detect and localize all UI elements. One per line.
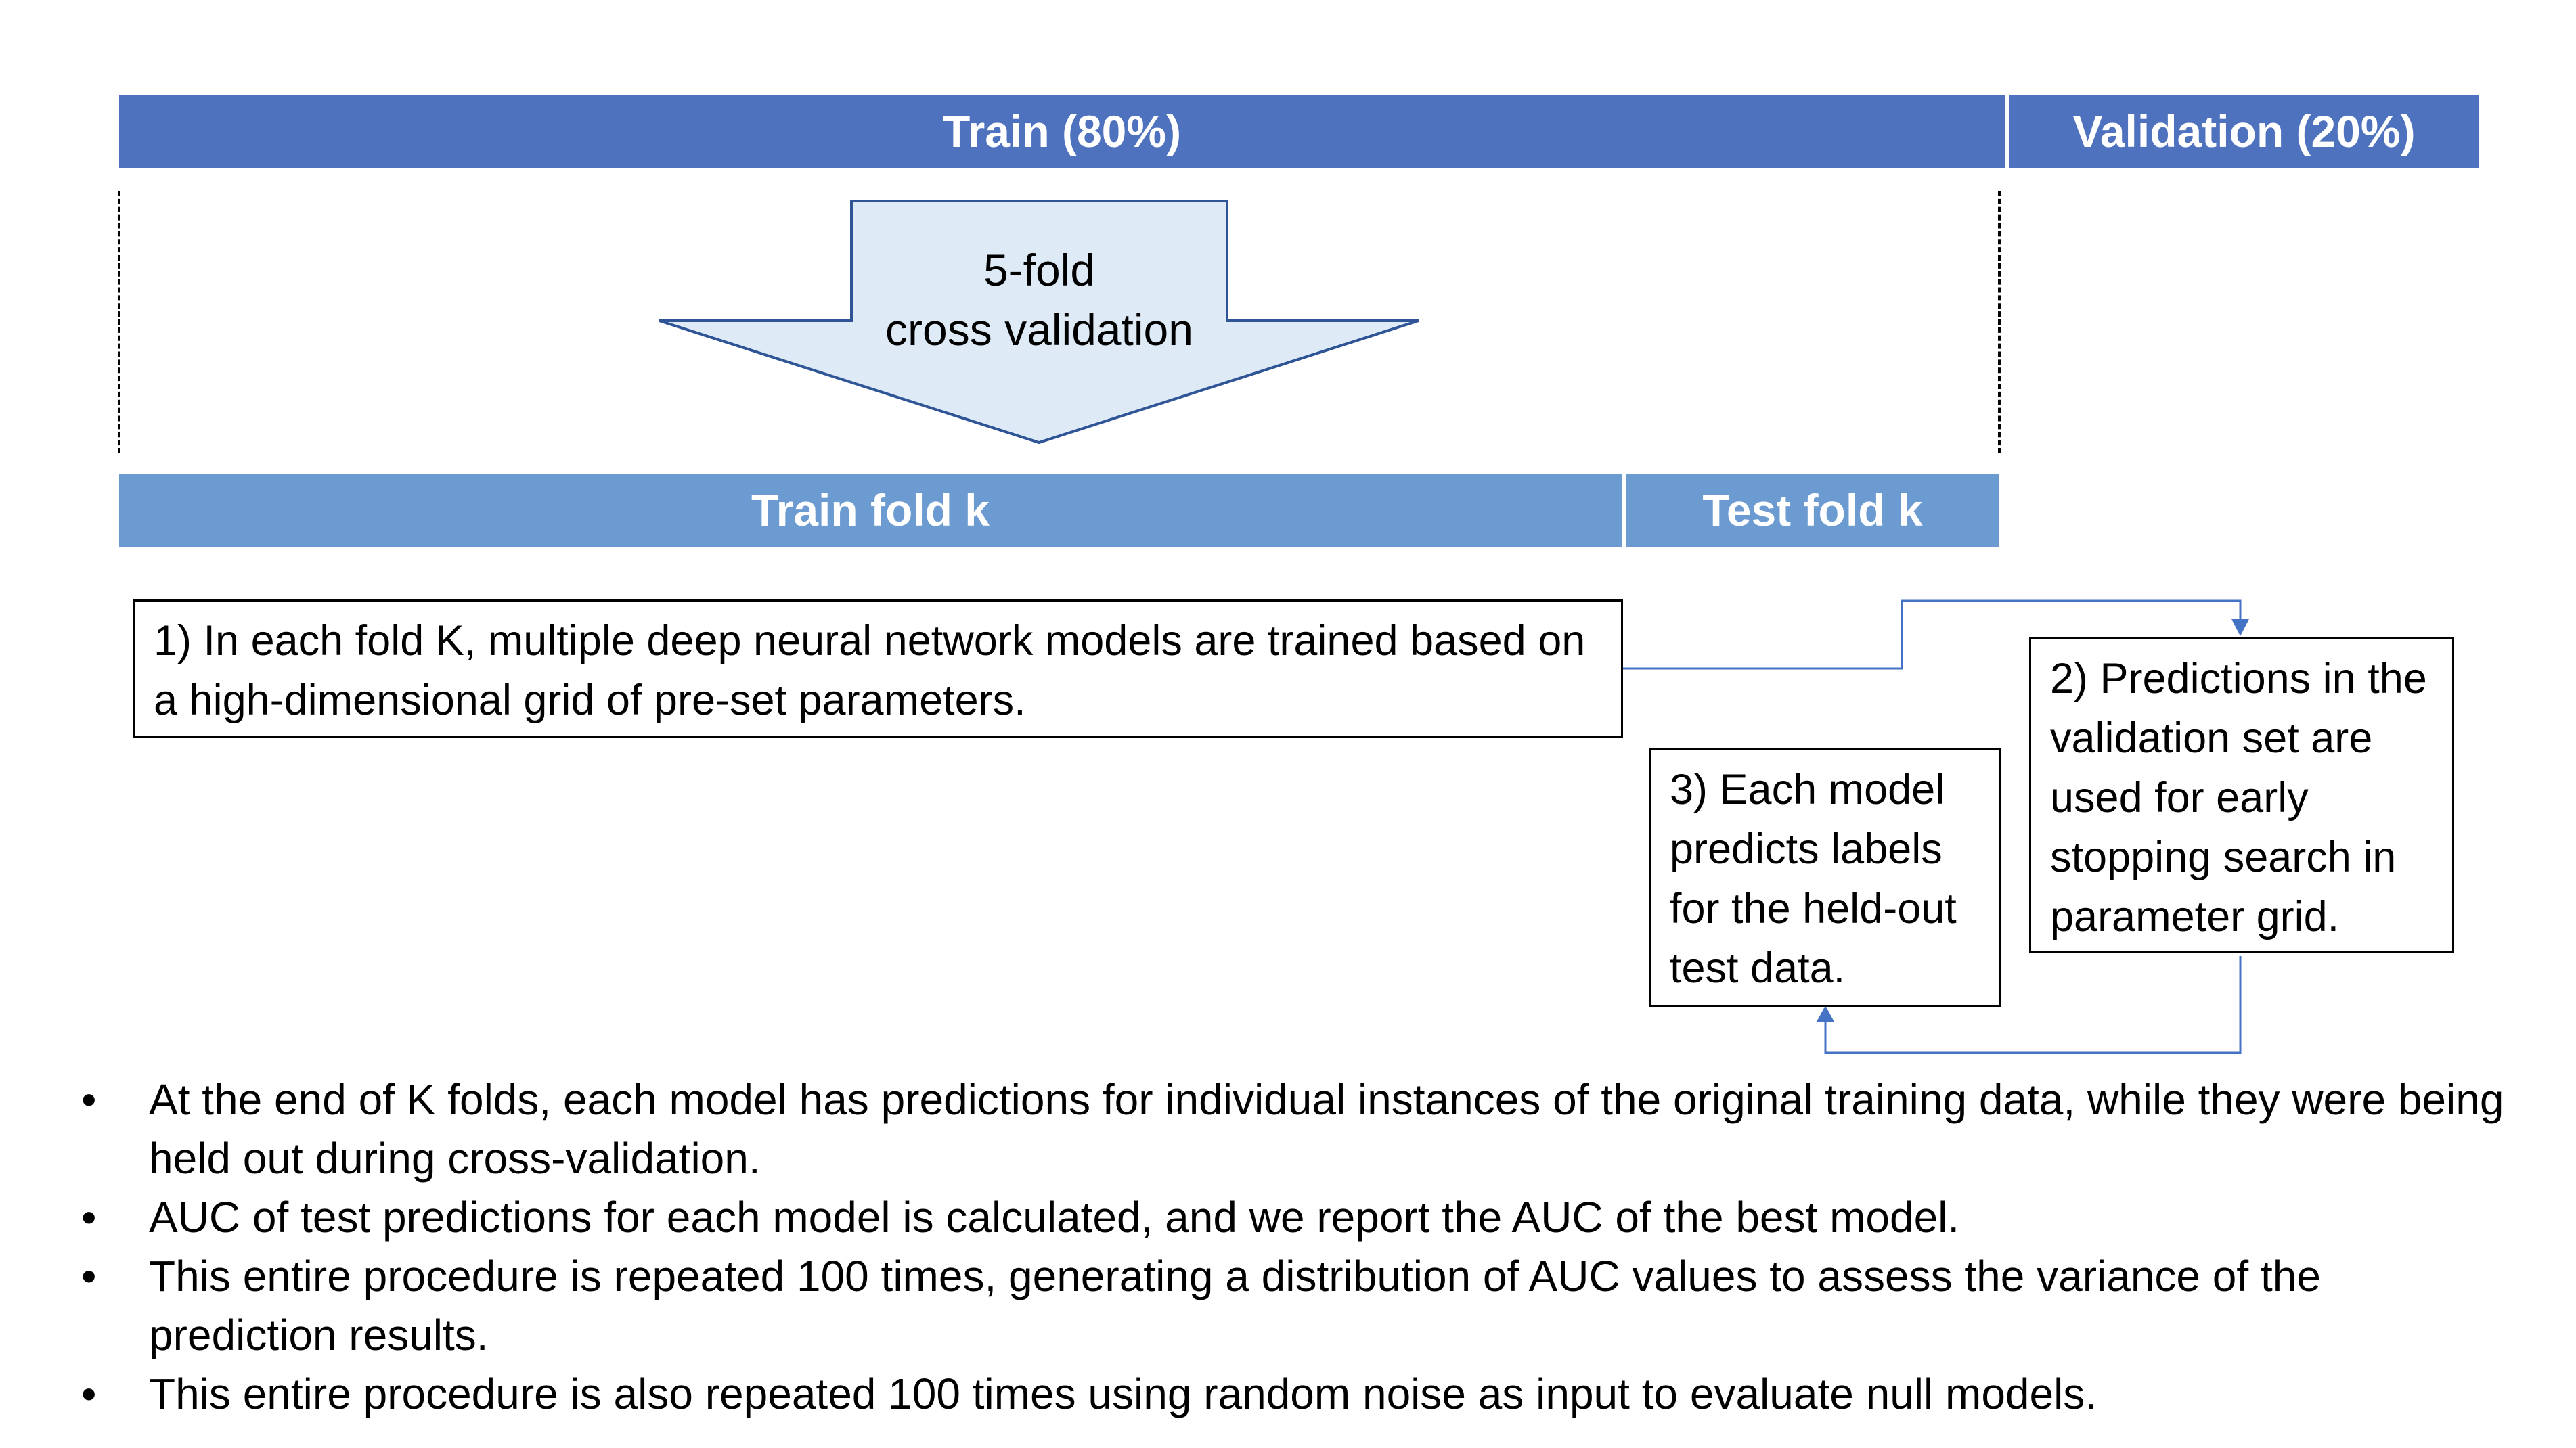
connector-step1-to-step2 bbox=[1623, 599, 2242, 670]
train-fold-bar: Train fold k bbox=[119, 474, 1622, 547]
note-item: • This entire procedure is repeated 100 t… bbox=[81, 1247, 2518, 1365]
test-fold-label: Test fold k bbox=[1702, 485, 1923, 535]
arrowhead-to-step3 bbox=[1817, 1005, 1834, 1022]
test-fold-bar: Test fold k bbox=[1626, 474, 1999, 547]
train-80-bar: Train (80%) bbox=[119, 95, 2005, 168]
note-text: This entire procedure is repeated 100 ti… bbox=[149, 1252, 2321, 1359]
notes-list: • At the end of K folds, each model has p… bbox=[81, 1070, 2518, 1424]
bullet-icon: • bbox=[81, 1193, 97, 1242]
note-item: • AUC of test predictions for each model … bbox=[81, 1188, 2518, 1247]
right-dashed-divider bbox=[1998, 191, 2001, 453]
left-dashed-divider bbox=[118, 191, 120, 453]
note-text: AUC of test predictions for each model i… bbox=[149, 1193, 1960, 1242]
step1-box: 1) In each fold K, multiple deep neural … bbox=[133, 599, 1623, 738]
cross-validation-down-arrow bbox=[659, 200, 1419, 445]
note-item: • At the end of K folds, each model has p… bbox=[81, 1070, 2518, 1188]
step3-text: 3) Each model predicts labels for the he… bbox=[1670, 766, 1957, 992]
step2-text: 2) Predictions in the validation set are… bbox=[2050, 655, 2427, 941]
arrow-line-2: cross validation bbox=[885, 304, 1193, 355]
validation-20-bar: Validation (20%) bbox=[2009, 95, 2479, 168]
note-item: • This entire procedure is also repeated … bbox=[81, 1365, 2518, 1424]
bullet-icon: • bbox=[81, 1075, 97, 1124]
connector-step2-to-step3 bbox=[1824, 956, 2242, 1054]
step3-box: 3) Each model predicts labels for the he… bbox=[1649, 748, 2001, 1007]
train-fold-label: Train fold k bbox=[751, 485, 990, 535]
cross-validation-arrow-text: 5-fold cross validation bbox=[851, 240, 1227, 359]
arrowhead-to-step2 bbox=[2231, 619, 2249, 636]
note-text: This entire procedure is also repeated 1… bbox=[149, 1370, 2097, 1418]
note-text: At the end of K folds, each model has pr… bbox=[149, 1075, 2504, 1183]
bullet-icon: • bbox=[81, 1370, 97, 1418]
train-80-label: Train (80%) bbox=[942, 106, 1182, 156]
bullet-icon: • bbox=[81, 1252, 97, 1300]
step1-text: 1) In each fold K, multiple deep neural … bbox=[154, 617, 1586, 724]
step2-box: 2) Predictions in the validation set are… bbox=[2029, 637, 2454, 953]
validation-20-label: Validation (20%) bbox=[2072, 106, 2416, 156]
arrow-line-1: 5-fold bbox=[983, 245, 1096, 295]
